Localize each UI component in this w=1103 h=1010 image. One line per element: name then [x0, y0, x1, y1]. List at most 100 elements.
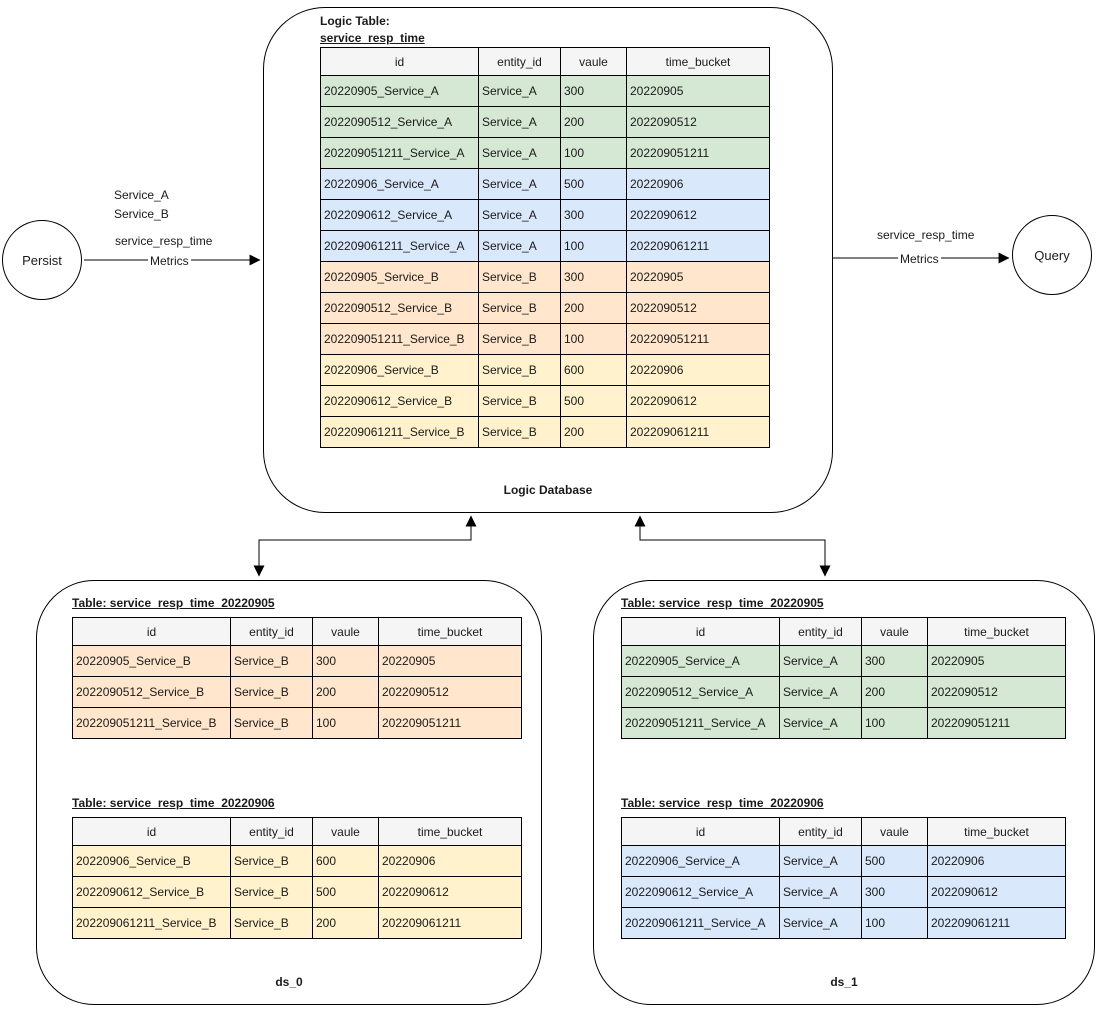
table-cell: 202209051211_Service_A: [621, 707, 780, 739]
table-cell: 202209061211: [378, 907, 522, 939]
table-cell: Service_A: [478, 168, 561, 200]
column-header: vaule: [312, 817, 379, 846]
right-flow-line-label: Metrics: [898, 250, 941, 269]
table-cell: Service_A: [779, 845, 862, 877]
table-cell: 100: [861, 707, 928, 739]
table-cell: 2022090612: [626, 199, 770, 231]
table-cell: 500: [861, 845, 928, 877]
table-cell: Service_A: [478, 106, 561, 138]
table-cell: 200: [560, 106, 627, 138]
table-cell: 20220905: [927, 645, 1066, 677]
column-header: vaule: [861, 817, 928, 846]
table-cell: 20220906: [378, 845, 522, 877]
table-cell: 2022090612: [378, 876, 522, 908]
table-cell: 300: [861, 645, 928, 677]
column-header: time_bucket: [378, 817, 522, 846]
table-cell: 20220905: [626, 261, 770, 293]
table-cell: Service_B: [230, 907, 313, 939]
table-cell: 300: [560, 261, 627, 293]
table-cell: 2022090512_Service_B: [72, 676, 231, 708]
column-header: entity_id: [478, 47, 561, 76]
column-header: entity_id: [779, 617, 862, 646]
ds0-table2-title: Table: service_resp_time_20220906: [72, 796, 275, 810]
table-cell: 20220905: [378, 645, 522, 677]
table-cell: 20220905_Service_A: [621, 645, 780, 677]
table-cell: 2022090512: [927, 676, 1066, 708]
table-cell: 20220906_Service_A: [320, 168, 479, 200]
persist-node: Persist: [2, 220, 82, 300]
table-cell: Service_B: [230, 845, 313, 877]
table-cell: 200: [560, 416, 627, 448]
table-cell: 202209061211: [626, 416, 770, 448]
table-cell: 20220906_Service_B: [320, 354, 479, 386]
table-cell: 20220905: [626, 75, 770, 107]
logic-table-title-line2: service_resp_time: [320, 31, 425, 45]
table-cell: 600: [312, 845, 379, 877]
table-cell: 202209061211_Service_A: [320, 230, 479, 262]
table-cell: 202209061211_Service_B: [72, 907, 231, 939]
table-cell: Service_B: [478, 354, 561, 386]
table-cell: Service_A: [779, 707, 862, 739]
table-cell: 202209061211_Service_B: [320, 416, 479, 448]
table-cell: 500: [560, 168, 627, 200]
table-cell: 2022090512: [626, 292, 770, 324]
column-header: vaule: [560, 47, 627, 76]
ds1-table1-title: Table: service_resp_time_20220905: [621, 596, 824, 610]
table-cell: 2022090512: [378, 676, 522, 708]
table-cell: 20220906: [927, 845, 1066, 877]
table-cell: 202209061211: [626, 230, 770, 262]
table-cell: 2022090512_Service_B: [320, 292, 479, 324]
persist-label: Persist: [22, 252, 62, 268]
table-cell: Service_A: [779, 876, 862, 908]
table-cell: 2022090512: [626, 106, 770, 138]
ds1-label: ds_1: [830, 975, 858, 989]
table-cell: 2022090612_Service_B: [320, 385, 479, 417]
table-cell: 100: [312, 707, 379, 739]
left-flow-service-a-label: Service_A: [114, 188, 169, 202]
table-cell: 100: [560, 323, 627, 355]
table-cell: 20220905_Service_B: [320, 261, 479, 293]
table-cell: 202209051211_Service_A: [320, 137, 479, 169]
column-header: id: [320, 47, 479, 76]
column-header: id: [72, 817, 231, 846]
table-cell: 202209051211: [626, 137, 770, 169]
table-cell: Service_A: [478, 137, 561, 169]
table-cell: Service_B: [230, 876, 313, 908]
table-cell: Service_B: [478, 385, 561, 417]
table-cell: 20220906: [626, 354, 770, 386]
table-cell: 2022090612_Service_B: [72, 876, 231, 908]
column-header: time_bucket: [626, 47, 770, 76]
table-cell: 2022090612: [927, 876, 1066, 908]
table-cell: 300: [861, 876, 928, 908]
table-cell: 20220906: [626, 168, 770, 200]
query-label: Query: [1034, 247, 1070, 263]
table-cell: 202209051211_Service_B: [72, 707, 231, 739]
table-cell: 100: [861, 907, 928, 939]
table-cell: Service_B: [230, 645, 313, 677]
table-cell: 100: [560, 230, 627, 262]
logicdb-ds1-connector: [634, 515, 831, 577]
query-node: Query: [1012, 215, 1092, 295]
table-cell: 100: [560, 137, 627, 169]
table-cell: Service_A: [478, 199, 561, 231]
table-cell: Service_A: [478, 230, 561, 262]
table-cell: 202209051211: [927, 707, 1066, 739]
